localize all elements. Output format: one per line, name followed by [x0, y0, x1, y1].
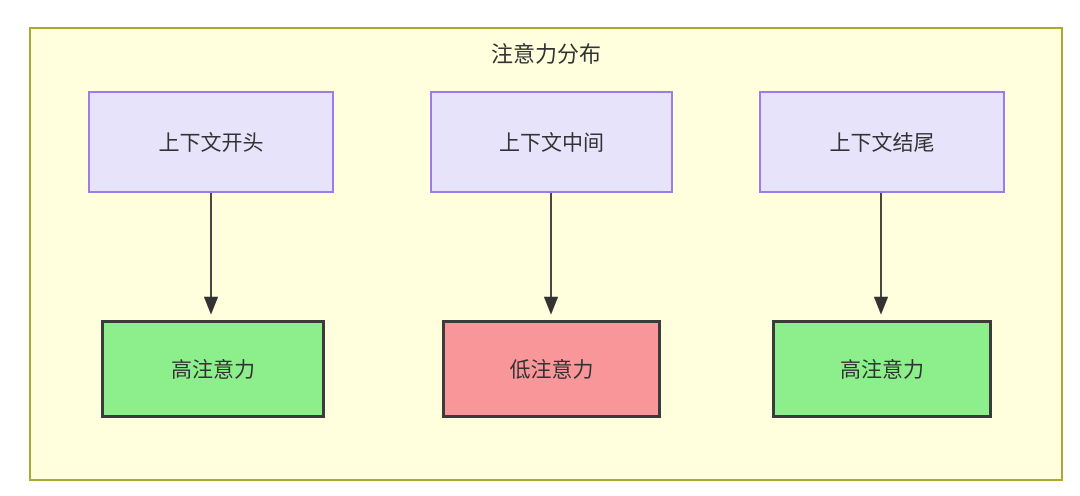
node-attention-start[interactable]: 高注意力: [101, 320, 325, 418]
node-context-start[interactable]: 上下文开头: [88, 91, 334, 193]
cluster-title: 注意力分布: [490, 42, 601, 67]
node-attention-middle[interactable]: 低注意力: [442, 320, 661, 418]
node-context-start-label: 上下文开头: [158, 132, 264, 155]
node-context-end[interactable]: 上下文结尾: [759, 91, 1005, 193]
node-attention-end[interactable]: 高注意力: [772, 320, 992, 418]
node-attention-middle-label: 低注意力: [509, 359, 594, 382]
node-attention-end-label: 高注意力: [840, 359, 924, 382]
node-context-middle-label: 上下文中间: [499, 132, 604, 155]
node-attention-start-label: 高注意力: [171, 359, 255, 382]
node-context-middle[interactable]: 上下文中间: [430, 91, 673, 193]
node-context-end-label: 上下文结尾: [829, 132, 935, 155]
